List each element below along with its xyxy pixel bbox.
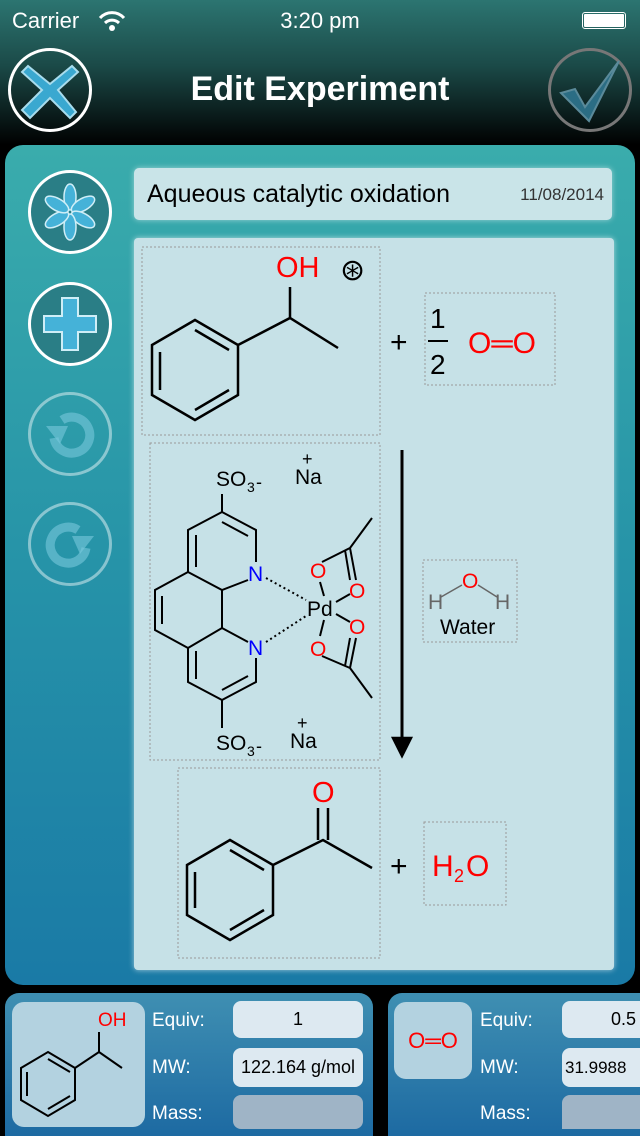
redo-button[interactable] (28, 502, 112, 586)
experiment-date: 11/08/2014 (520, 185, 604, 204)
plus-sign: + (390, 850, 408, 883)
cancel-button[interactable] (8, 48, 92, 132)
acetophenone-structure (185, 808, 373, 942)
sulfonate-subscript: 3 (247, 743, 255, 759)
wifi-icon (98, 11, 126, 31)
reaction-arrow (390, 450, 414, 759)
water-formula: H 2 O (432, 850, 489, 886)
mw-label: MW: (480, 1057, 519, 1078)
oxygen-label: O (310, 638, 326, 661)
fraction-numerator: 1 (430, 303, 446, 334)
reagent-structure-thumb: OH (12, 1002, 145, 1127)
catalyst-structure (154, 494, 373, 728)
mass-label: Mass: (152, 1103, 203, 1124)
sulfonate-charge: - (256, 472, 262, 492)
water-product-box[interactable] (423, 821, 507, 906)
oxygen-box[interactable] (424, 292, 556, 386)
oxygen-label: O═O (468, 327, 536, 360)
water-o: O (466, 850, 489, 883)
equiv-field[interactable]: 1 (233, 1001, 363, 1038)
mw-field[interactable]: 122.164 g/mol (233, 1048, 363, 1087)
sulfonate-subscript: 3 (247, 479, 255, 495)
plus-sign: + (390, 326, 408, 359)
fraction-denominator: 2 (430, 349, 446, 380)
redo-icon (45, 522, 94, 568)
phenylethanol-structure (150, 287, 339, 422)
water-subscript: 2 (454, 866, 464, 886)
sodium-charge: + (302, 449, 313, 469)
mass-label: Mass: (480, 1103, 531, 1124)
undo-button[interactable] (28, 392, 112, 476)
mw-field[interactable]: 31.9988 (562, 1048, 640, 1087)
carrier-label: Carrier (12, 8, 80, 33)
checkmark-icon (559, 60, 620, 123)
nitrogen-label: N (248, 637, 263, 660)
hydroxyl-label: OH (276, 252, 320, 284)
experiment-title-field[interactable]: Aqueous catalytic oxidation 11/08/2014 (134, 168, 612, 220)
hydrogen-label: H (495, 591, 510, 614)
sodium-label: Na (290, 730, 317, 753)
nitrogen-label: N (248, 563, 263, 586)
mass-field[interactable] (562, 1095, 640, 1129)
hydroxyl-label: OH (98, 1010, 127, 1031)
oxygen-label: O (349, 616, 365, 639)
hydrogen-label: H (428, 591, 443, 614)
catalyst-button[interactable] (28, 170, 112, 254)
experiment-name: Aqueous catalytic oxidation (147, 180, 450, 208)
equiv-label: Equiv: (480, 1010, 533, 1031)
battery-icon (582, 12, 626, 29)
solvent-name: Water (440, 616, 495, 639)
reactant-box[interactable] (141, 246, 381, 436)
mw-label: MW: (152, 1057, 191, 1078)
sodium-label: Na (295, 466, 322, 489)
mass-field[interactable] (233, 1095, 363, 1129)
equiv-label: Equiv: (152, 1010, 205, 1031)
navigation-bar: Carrier 3:20 pm Edit Experiment (0, 0, 640, 145)
limiting-reagent-icon: ⊛ (340, 254, 365, 287)
oxygen-label: O (462, 570, 478, 593)
equiv-field[interactable]: 0.5 (562, 1001, 640, 1038)
water-h: H (432, 850, 454, 883)
oxygen-label: O (349, 580, 365, 603)
sulfonate-charge: - (256, 736, 262, 756)
page-title: Edit Experiment (190, 70, 450, 108)
x-icon (20, 64, 80, 120)
save-button[interactable] (548, 48, 632, 132)
oxygen-label: O (310, 560, 326, 583)
reagent-card[interactable]: OH Equiv: MW: Mass: 1 122.164 g/mol (5, 993, 373, 1136)
reaction-canvas[interactable]: OH ⊛ + 1 2 O═O SO 3 - Na + SO 3 - Na + N… (134, 238, 614, 970)
sulfonate-label: SO (216, 732, 246, 755)
catalyst-box[interactable] (149, 442, 381, 761)
plus-icon (43, 297, 97, 351)
clock: 3:20 pm (280, 8, 360, 33)
asterisk-icon (44, 183, 96, 241)
reagent-structure-thumb: O═O (394, 1002, 472, 1079)
reagent-card[interactable]: O═O Equiv: MW: Mass: 0.5 31.9988 (388, 993, 640, 1136)
product-box[interactable] (177, 767, 381, 959)
palladium-label: Pd (307, 598, 333, 621)
add-button[interactable] (28, 282, 112, 366)
undo-icon (46, 412, 95, 458)
carbonyl-oxygen-label: O (312, 777, 335, 809)
sulfonate-label: SO (216, 468, 246, 491)
sodium-charge: + (297, 713, 308, 733)
